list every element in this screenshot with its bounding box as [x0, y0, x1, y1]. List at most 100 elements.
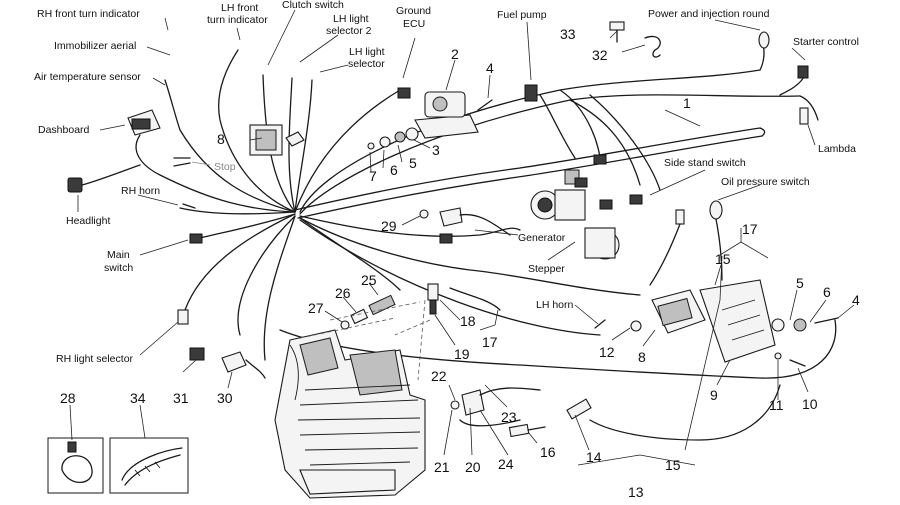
part-30: [221, 351, 266, 379]
label-rh-horn: RH horn: [121, 185, 160, 197]
part-number-5-right: 5: [796, 275, 804, 291]
part-number-14: 14: [586, 449, 602, 465]
part-number-20: 20: [465, 459, 481, 475]
part-number-19: 19: [454, 346, 470, 362]
part-number-15-bottom: 15: [665, 457, 681, 473]
part-number-33: 33: [560, 26, 576, 42]
box-28: [47, 437, 104, 494]
label-rh-front-turn-indicator: RH front turn indicator: [37, 8, 140, 20]
label-main-switch-line1: Main: [107, 249, 130, 261]
label-lh-light-selector-line2: selector: [348, 58, 385, 70]
part-number-4-top: 4: [486, 60, 494, 76]
part-number-9: 9: [710, 387, 718, 403]
ground-ecu-connector: [397, 87, 411, 99]
fastener-set-top: [367, 127, 419, 150]
part-number-22: 22: [431, 368, 447, 384]
label-dashboard: Dashboard: [38, 124, 90, 136]
part-number-16: 16: [540, 444, 556, 460]
label-lh-front-turn-indicator-line2: turn indicator: [207, 14, 268, 26]
screw-33: [609, 21, 625, 43]
label-starter-control: Starter control: [793, 36, 859, 48]
label-clutch-switch: Clutch switch: [282, 0, 344, 11]
part-numbers: 2 4 1 33 32 8 3 5 6 7 29 17 15 25 26 27 …: [60, 26, 860, 500]
part-number-25: 25: [361, 272, 377, 288]
headlight-connector: [67, 164, 141, 193]
label-lh-light-selector-line1: LH light: [349, 46, 385, 58]
label-lambda: Lambda: [818, 143, 856, 155]
spark-plug-19: [427, 283, 439, 315]
part-number-7: 7: [369, 168, 377, 184]
connector-cluster: [574, 154, 643, 210]
clip-32: [644, 35, 661, 58]
label-ground-ecu-line2: ECU: [403, 18, 425, 30]
part-number-11: 11: [769, 397, 784, 413]
label-lh-light-selector2-line1: LH light: [333, 13, 369, 25]
part-number-6-top: 6: [390, 162, 398, 178]
part-number-3: 3: [432, 142, 440, 158]
part-number-4-right: 4: [852, 292, 860, 308]
box-34: [109, 437, 189, 494]
label-rh-light-selector: RH light selector: [56, 353, 134, 365]
text-labels: RH front turn indicator LH front turn in…: [34, 0, 859, 365]
sensor-connectors: [649, 200, 723, 286]
label-generator: Generator: [518, 232, 566, 244]
fasteners-right: [630, 317, 839, 367]
sensor-25-26-27: [340, 294, 396, 330]
part-number-8-right: 8: [638, 349, 646, 365]
part-number-5-top: 5: [409, 155, 417, 171]
part-number-24: 24: [498, 456, 514, 472]
label-ground-ecu-line1: Ground: [396, 5, 431, 17]
cable-18: [449, 287, 501, 311]
part-number-17-right: 17: [742, 221, 758, 237]
label-headlight: Headlight: [66, 215, 110, 227]
relay-8-top: [249, 124, 305, 156]
label-power-injection: Power and injection round: [648, 8, 770, 20]
sensor-16: [508, 423, 546, 438]
generator-connector: [419, 207, 511, 244]
part-number-30: 30: [217, 390, 233, 406]
main-switch-connector: [189, 233, 203, 244]
label-stop: Stop: [214, 161, 236, 173]
part-number-32: 32: [592, 47, 608, 63]
part-number-31: 31: [173, 390, 189, 406]
throttle-body: [530, 169, 620, 260]
label-immobilizer-aerial: Immobilizer aerial: [54, 40, 136, 52]
rh-light-selector-connector: [177, 309, 189, 325]
part-number-29: 29: [381, 218, 397, 234]
label-lh-horn: LH horn: [536, 299, 574, 311]
part-number-28: 28: [60, 390, 76, 406]
dash-lines-engine: [299, 299, 431, 381]
part-number-13: 13: [628, 484, 644, 500]
ecu-part-2: [414, 91, 479, 139]
part-number-6-right: 6: [823, 284, 831, 300]
leader-lines: [69, 9, 855, 466]
bolt-4-top: [477, 99, 493, 111]
label-lh-front-turn-indicator-line1: LH front: [221, 2, 258, 14]
label-side-stand-switch: Side stand switch: [664, 157, 746, 169]
part-number-8-top: 8: [217, 131, 225, 147]
part-number-17-left: 17: [482, 334, 498, 350]
label-fuel-pump: Fuel pump: [497, 9, 547, 21]
label-air-temperature-sensor: Air temperature sensor: [34, 71, 141, 83]
label-main-switch-line2: switch: [104, 262, 133, 274]
part-number-12: 12: [599, 344, 615, 360]
main-harness: [135, 39, 837, 379]
fuel-pump-connector: [524, 84, 538, 102]
part-number-23: 23: [501, 409, 517, 425]
horn-connectors: [173, 157, 606, 329]
part-number-21: 21: [434, 459, 450, 475]
part-31: [189, 347, 205, 361]
part-number-18: 18: [460, 313, 476, 329]
dashboard-part: [127, 109, 161, 136]
label-lh-light-selector2-line2: selector 2: [326, 25, 372, 37]
part-number-2: 2: [451, 46, 459, 62]
engine-block: [274, 329, 426, 499]
cable-14: [566, 384, 781, 441]
sensor-20-24: [450, 387, 541, 427]
part-number-10: 10: [802, 396, 818, 412]
part-number-15-top: 15: [715, 251, 731, 267]
part-number-26: 26: [335, 285, 351, 301]
part-number-1: 1: [683, 95, 691, 111]
power-terminals: [758, 31, 809, 125]
